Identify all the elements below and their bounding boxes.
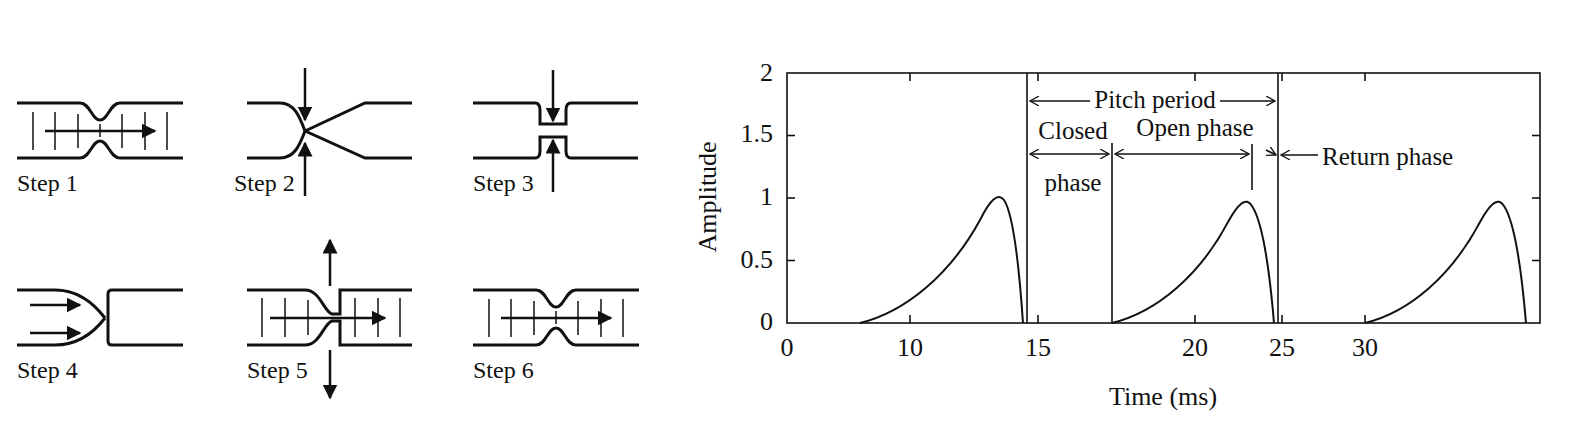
axis-tick-label: 2 xyxy=(760,58,773,88)
phase-label: Closed phase xyxy=(1033,105,1113,209)
phase-label: Return phase xyxy=(1322,143,1453,172)
step-label: Step 1 xyxy=(17,170,78,198)
phase-label: Pitch period xyxy=(1090,86,1220,115)
vocal-fold-step-1 xyxy=(17,103,183,158)
phase-label: Open phase xyxy=(1136,114,1253,143)
axis-tick-label: 30 xyxy=(1352,333,1378,363)
axis-tick-label: 0 xyxy=(760,307,773,337)
axis-tick-label: 10 xyxy=(897,333,923,363)
axis-tick-label: 1.5 xyxy=(741,119,774,149)
axis-tick-label: 0.5 xyxy=(741,245,774,275)
axis-tick-label: 1 xyxy=(760,182,773,212)
glottal-pulse-chart xyxy=(787,73,1540,323)
axis-tick-label: 25 xyxy=(1269,333,1295,363)
step-label: Step 3 xyxy=(473,170,534,198)
axis-tick-label: 0 xyxy=(781,333,794,363)
axis-title: Time (ms) xyxy=(1109,382,1217,412)
vocal-fold-step-4 xyxy=(17,290,183,345)
axis-tick-label: 20 xyxy=(1182,333,1208,363)
vocal-fold-step-6 xyxy=(473,290,639,345)
step-label: Step 5 xyxy=(247,357,308,385)
step-label: Step 2 xyxy=(234,170,295,198)
step-label: Step 6 xyxy=(473,357,534,385)
vocal-fold-step-5 xyxy=(247,240,412,398)
axis-tick-label: 15 xyxy=(1025,333,1051,363)
step-label: Step 4 xyxy=(17,357,78,385)
axis-title: Amplitude xyxy=(693,141,723,252)
